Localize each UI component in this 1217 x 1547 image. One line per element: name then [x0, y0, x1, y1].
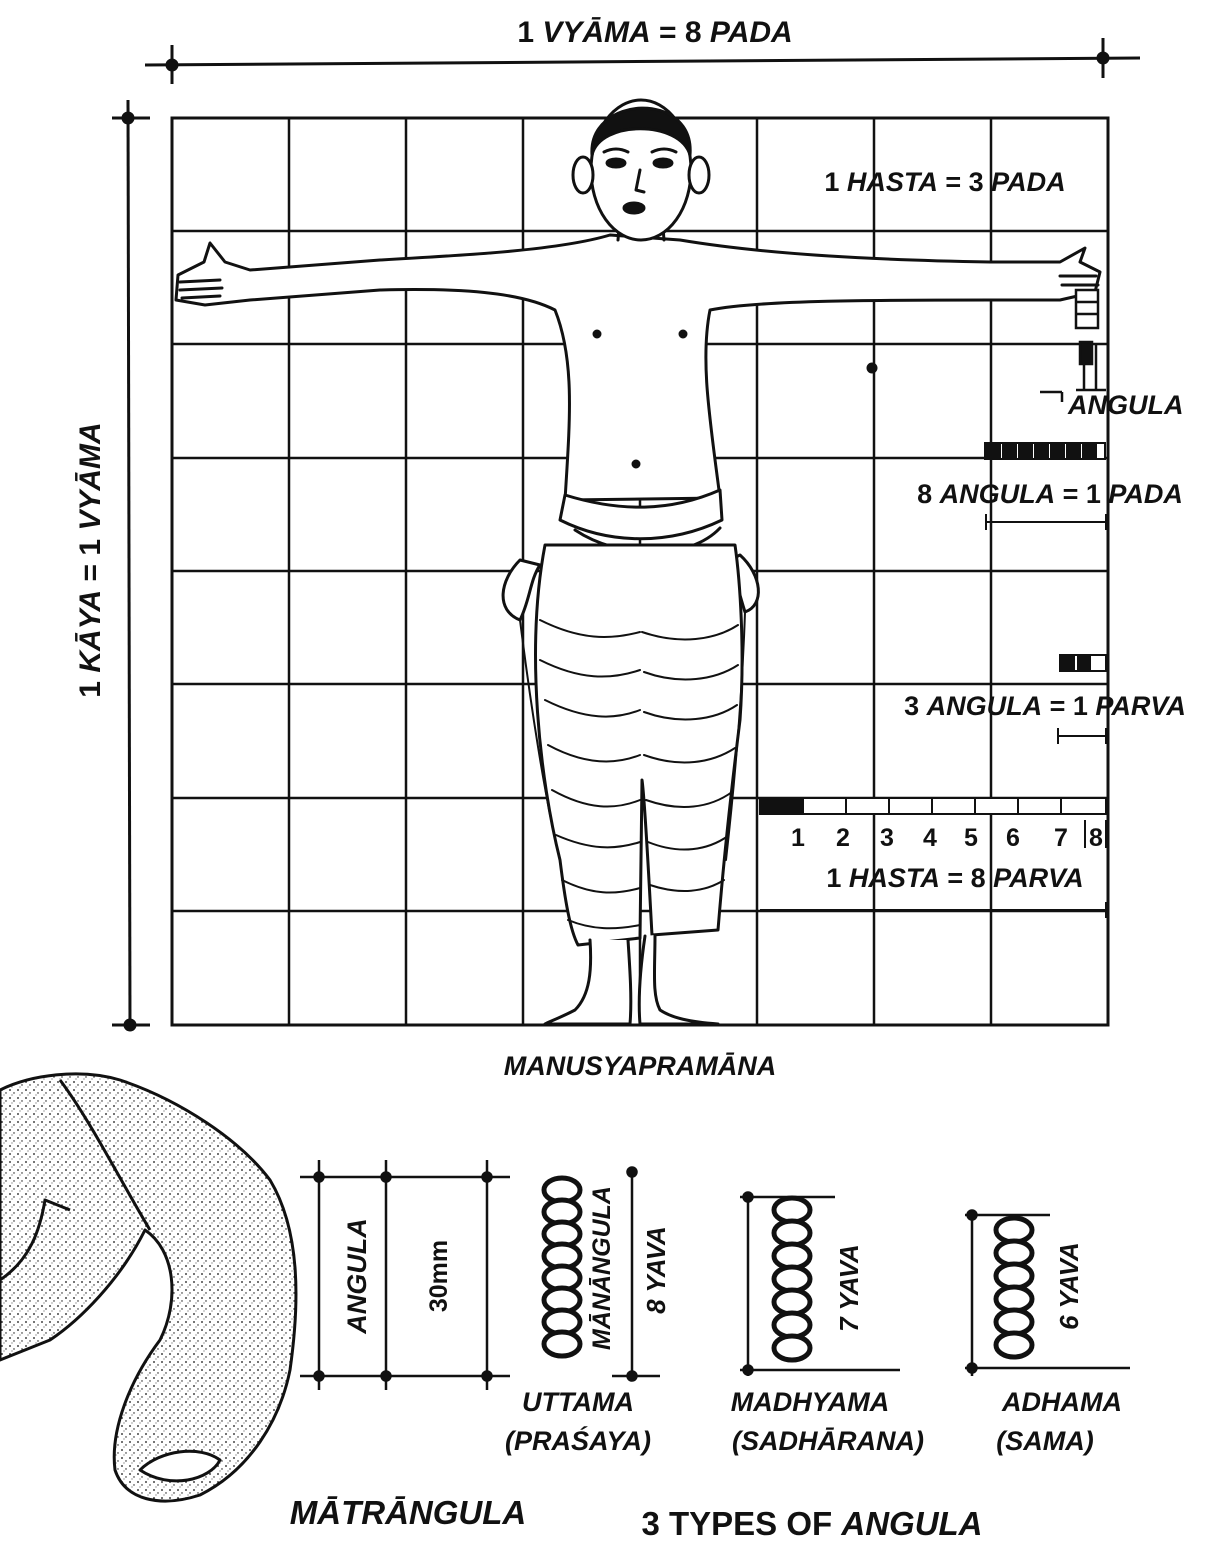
manangula-label: MĀNĀNGULA [588, 1186, 616, 1350]
left-flap [503, 560, 540, 620]
sadharana-label: (SADHĀRANA) [732, 1426, 924, 1456]
hasta-pada-label: 1 HASTA = 3 PADA [824, 167, 1065, 197]
matrangula-caption: MĀTRĀNGULA [290, 1494, 526, 1531]
pants-outline [536, 545, 743, 945]
yava-7-label: 7 YAVA [834, 1244, 864, 1332]
scale-number-2: 2 [836, 824, 850, 852]
right-leg [639, 935, 718, 1024]
scale-number-6: 6 [1006, 824, 1020, 852]
angula-measure [300, 1160, 510, 1390]
scale-number-1: 1 [791, 824, 805, 852]
scale-number-8: 8 [1089, 824, 1103, 852]
yava-7-measure [740, 1193, 900, 1377]
hand-palm [0, 1074, 296, 1501]
prasaya-label: (PRAŚAYA) [505, 1425, 651, 1456]
scale-number-4: 4 [923, 824, 937, 852]
scale-number-3: 3 [880, 824, 894, 852]
madhyama-label: MADHYAMA [731, 1387, 889, 1417]
pada-bar [985, 443, 1105, 459]
yava-6-label: 6 YAVA [1054, 1242, 1084, 1330]
vyama-pada-label: 1 VYĀMA = 8 PADA [517, 16, 792, 49]
hand-drawing [0, 1074, 296, 1501]
mm-label: 30mm [425, 1240, 453, 1312]
scale-numbers: 1 2 3 4 5 6 7 8 [791, 824, 1103, 852]
angula-pada-label: 8 ANGULA = 1 PADA [917, 479, 1183, 509]
angula-vertical-label: ANGULA [342, 1218, 372, 1335]
mouth [624, 203, 644, 213]
sama-label: (SAMA) [996, 1426, 1093, 1456]
hasta-parva-label: 1 HASTA = 8 PARVA [826, 863, 1083, 893]
angula-label: ANGULA [1067, 390, 1184, 420]
yava-column-7 [774, 1198, 810, 1360]
scale-number-7: 7 [1054, 824, 1068, 852]
pada-span-marker [986, 514, 1106, 530]
yava-8-label: 8 YAVA [641, 1226, 671, 1314]
left-eye [607, 159, 625, 167]
scale-number-5: 5 [964, 824, 978, 852]
hasta-parva-scale [760, 798, 1106, 814]
yava-6-measure [965, 1211, 1130, 1377]
left-leg [545, 940, 631, 1024]
angula-parva-label: 3 ANGULA = 1 PARVA [904, 691, 1186, 721]
parva-bar [1060, 655, 1106, 671]
types-of-angula-caption: 3 TYPES OF ANGULA [641, 1505, 982, 1542]
left-ear [573, 157, 593, 193]
kaya-dimension-line [112, 100, 150, 1030]
parva-span-marker [1058, 728, 1106, 744]
hasta-span-marker [760, 902, 1106, 918]
finger-angula-marker [1040, 290, 1106, 402]
yava-column-6 [996, 1218, 1032, 1357]
right-ear [689, 157, 709, 193]
manusyapramana-caption: MANUSYAPRAMĀNA [504, 1051, 777, 1081]
yava-column-8 [544, 1178, 580, 1356]
adhama-label: ADHAMA [1001, 1387, 1122, 1417]
uttama-label: UTTAMA [522, 1387, 634, 1417]
right-eye [654, 159, 672, 167]
kaya-vyama-label: 1 KĀYA = 1 VYĀMA [74, 422, 107, 697]
